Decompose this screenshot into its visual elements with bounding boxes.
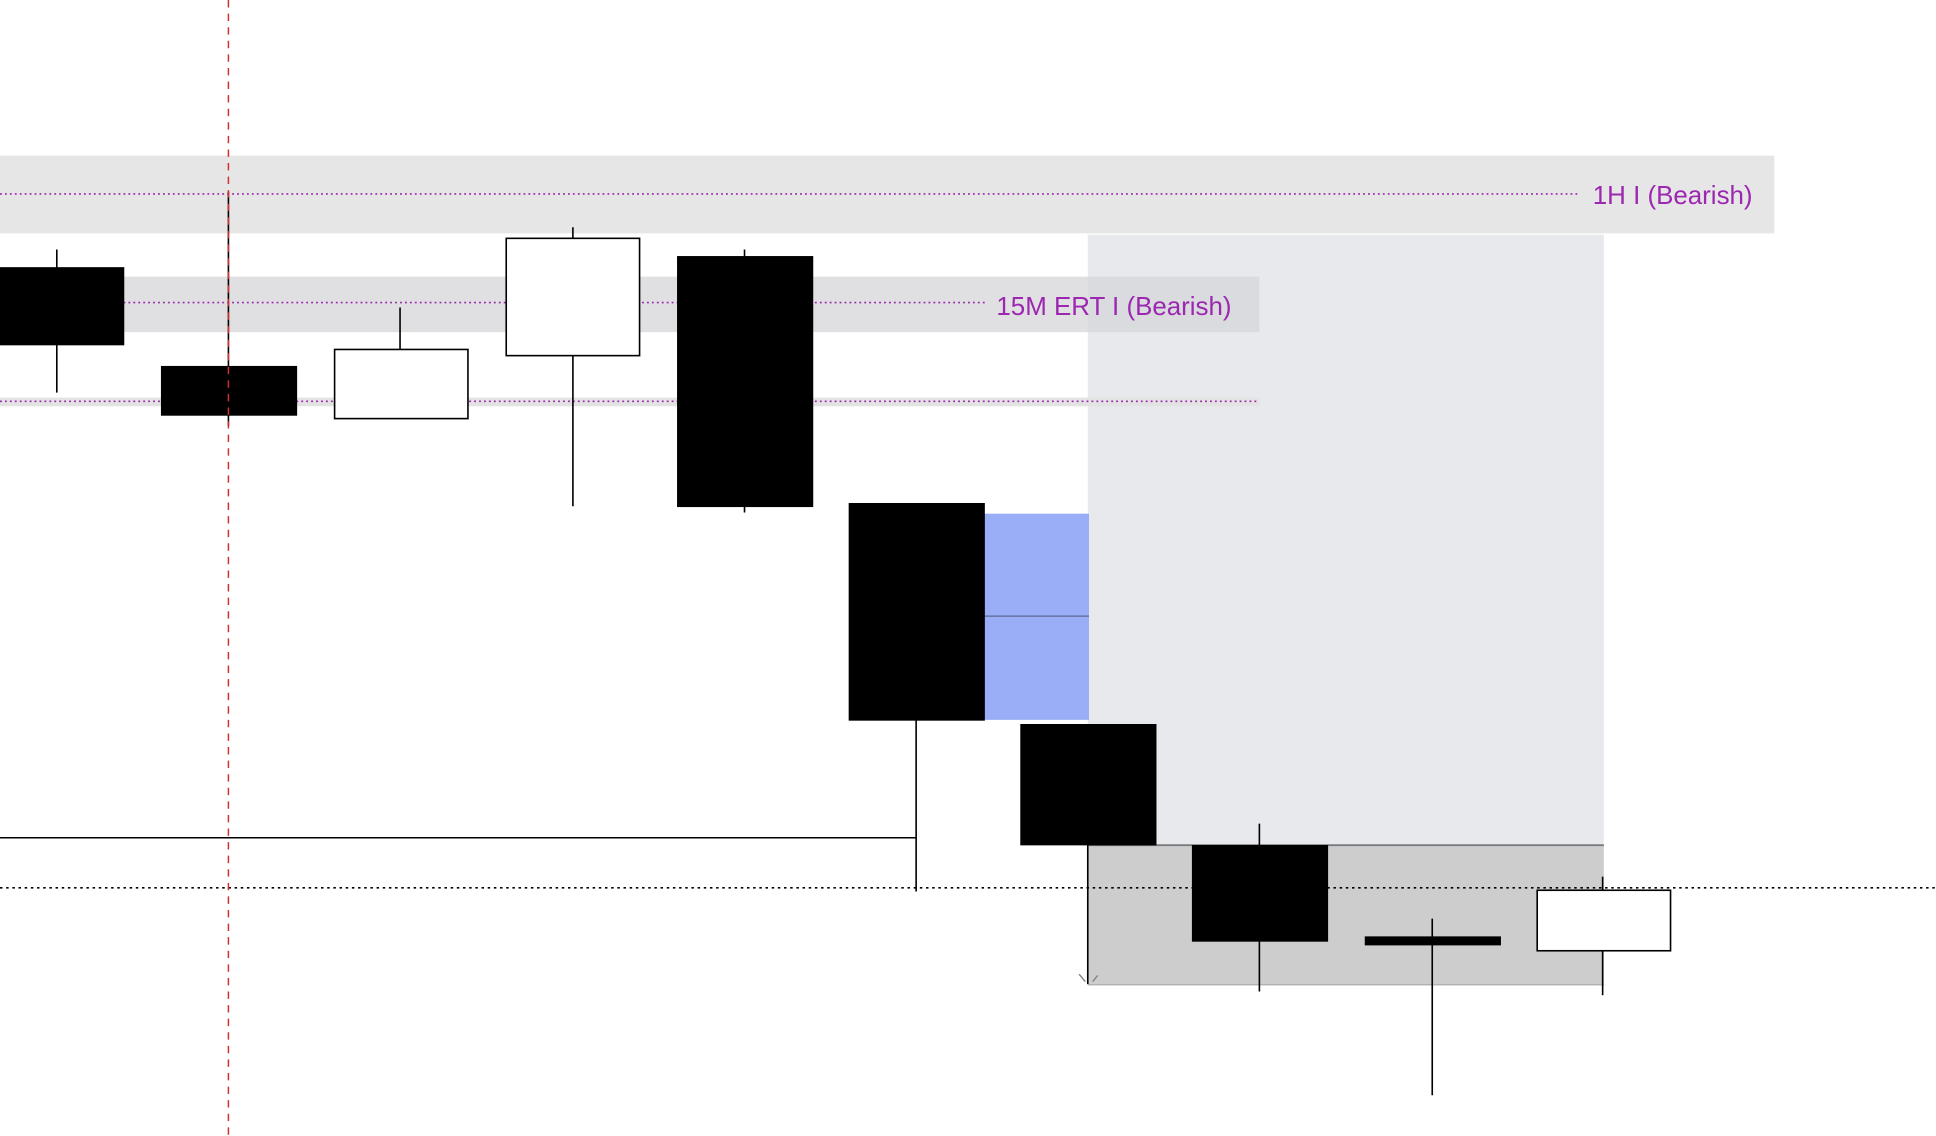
chevron-down-icon[interactable] [1078,973,1099,983]
zone-strip [0,397,1260,407]
candle [677,249,814,513]
candle [1191,823,1329,992]
candle [848,502,985,892]
zone-15m-label: 15M ERT I (Bearish) [996,293,1231,321]
range-box [1087,234,1604,845]
candle [0,249,125,393]
candle [505,227,641,507]
range-box-lower [1087,844,1604,985]
candle [333,307,469,420]
candle [1536,876,1672,996]
zone-1h-label: 1H I (Bearish) [1593,182,1753,210]
candle [1364,918,1501,1096]
candle [1020,724,1157,985]
